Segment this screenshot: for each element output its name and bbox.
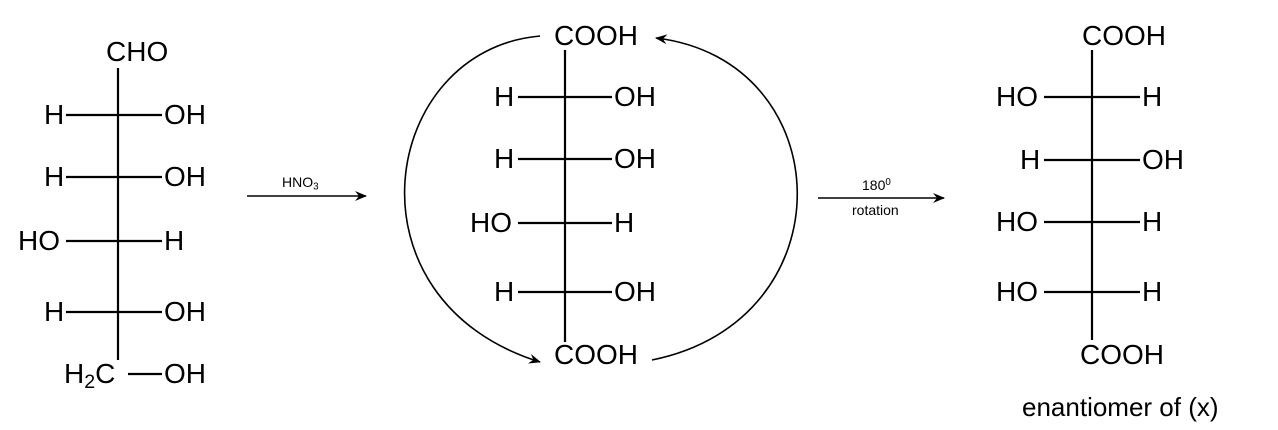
middle-row-3-right: H xyxy=(614,207,635,238)
reagent-text: HNO xyxy=(282,174,314,190)
middle-structure-bonds xyxy=(518,50,612,342)
reagent-subscript: 3 xyxy=(313,181,319,193)
left-row-1-right: OH xyxy=(164,99,206,130)
reagent-label: HNO3 xyxy=(282,174,319,193)
rotation-degrees-value: 180 xyxy=(862,177,886,193)
left-row-1-left: H xyxy=(44,99,65,130)
left-bottom-ch2: H2C xyxy=(64,358,116,392)
left-top-group: CHO xyxy=(106,36,169,67)
right-bottom-group: COOH xyxy=(1080,339,1164,370)
left-structure-bonds xyxy=(66,68,162,376)
left-row-3-left: HO xyxy=(18,225,60,256)
middle-row-4-left: H xyxy=(494,276,515,307)
right-row-1-right: H xyxy=(1142,81,1163,112)
rotation-degrees-superscript: 0 xyxy=(885,177,891,189)
left-row-4-left: H xyxy=(44,296,65,327)
rotation-degrees: 1800 xyxy=(862,178,891,192)
left-row-2-right: OH xyxy=(164,161,206,192)
right-row-1-left: HO xyxy=(996,81,1038,112)
middle-row-1-left: H xyxy=(494,81,515,112)
right-row-2-right: OH xyxy=(1142,144,1184,175)
left-row-3-right: H xyxy=(164,225,185,256)
right-row-4-left: HO xyxy=(996,276,1038,307)
middle-row-2-right: OH xyxy=(614,143,656,174)
left-row-4-right: OH xyxy=(164,296,206,327)
left-bottom-h: H xyxy=(64,358,85,389)
right-top-group: COOH xyxy=(1082,20,1166,51)
left-row-2-left: H xyxy=(44,161,65,192)
middle-row-3-left: HO xyxy=(470,207,512,238)
right-row-3-right: H xyxy=(1142,206,1163,237)
rotation-word: rotation xyxy=(852,202,899,218)
middle-top-group: COOH xyxy=(554,20,638,51)
rotation-arc-right xyxy=(651,34,799,361)
middle-row-4-right: OH xyxy=(614,276,656,307)
right-row-3-left: HO xyxy=(996,206,1038,237)
left-bottom-c: C xyxy=(95,358,116,389)
middle-row-1-right: OH xyxy=(614,81,656,112)
middle-bottom-group: COOH xyxy=(554,339,638,370)
right-row-2-left: H xyxy=(1020,144,1041,175)
enantiomer-caption: enantiomer of (x) xyxy=(1022,392,1219,422)
right-row-4-right: H xyxy=(1142,276,1163,307)
middle-row-2-left: H xyxy=(494,143,515,174)
left-bottom-right: OH xyxy=(164,358,206,389)
left-bottom-subscript: 2 xyxy=(84,370,96,393)
rotation-arc-left xyxy=(403,35,541,364)
right-structure-bonds xyxy=(1044,50,1140,340)
